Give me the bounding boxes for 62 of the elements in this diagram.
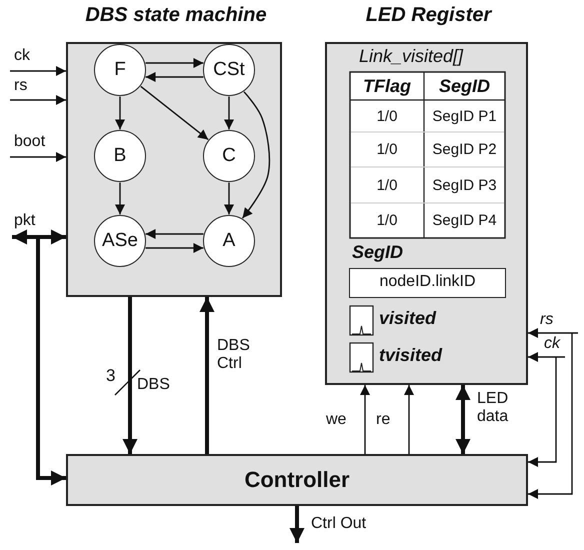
arrow <box>115 182 125 214</box>
arrow <box>290 506 304 543</box>
arrow <box>200 297 214 454</box>
edge-label: boot <box>14 133 46 152</box>
edge-label: Ctrl Out <box>311 515 366 534</box>
table-cell-text: 1/0 <box>376 211 398 231</box>
arrow <box>36 237 66 486</box>
arrow <box>12 230 66 244</box>
arrow <box>146 58 204 68</box>
table-cell-text: 1/0 <box>376 106 398 126</box>
arrow <box>10 152 66 162</box>
edge-label: we <box>326 411 346 430</box>
arrow <box>224 182 234 214</box>
arrow <box>122 297 138 454</box>
edge-label: LED data <box>477 390 510 427</box>
arrow <box>528 357 557 467</box>
arrow <box>224 96 234 130</box>
column-header: TFlag <box>362 74 412 98</box>
arrow <box>528 352 565 362</box>
column-header: SegID <box>438 74 491 98</box>
state-circle: CSt <box>203 44 255 96</box>
arrow <box>242 91 270 219</box>
arrow <box>10 95 66 105</box>
bus-width-label: 3 <box>106 366 116 386</box>
edge-label: DBS <box>137 376 170 394</box>
panel-title: LED Register <box>364 4 494 27</box>
state-circle: A <box>203 215 255 267</box>
arrow <box>115 96 125 130</box>
state-circle: F <box>94 44 146 96</box>
edge-label: ck <box>544 335 560 354</box>
arrow <box>146 243 204 253</box>
table-cell-text: SegID P4 <box>431 211 498 231</box>
state-circle: C <box>203 130 255 182</box>
arrow <box>146 72 204 82</box>
arrow <box>528 328 578 338</box>
panel-title: DBS state machine <box>84 4 268 27</box>
field-heading: SegID <box>352 242 404 263</box>
signal-label: visited <box>379 308 436 329</box>
arrow <box>140 86 209 140</box>
arrow <box>360 385 370 454</box>
table-cell-text: SegID P2 <box>431 140 498 160</box>
table-cell-text: 1/0 <box>376 140 398 160</box>
edge-label: rs <box>14 77 28 96</box>
edge-label: DBS Ctrl <box>217 337 251 374</box>
field-value: nodeID.linkID <box>378 273 477 291</box>
table-title: Link_visited[] <box>359 46 464 67</box>
state-circle: ASe <box>94 215 146 267</box>
arrow <box>456 385 470 454</box>
arrow <box>404 385 414 454</box>
arrow <box>146 229 204 239</box>
table-cell-text: SegID P3 <box>431 176 498 196</box>
table-cell-text: 1/0 <box>376 176 398 196</box>
arrow <box>10 66 66 76</box>
table-cell-text: SegID P1 <box>431 106 498 126</box>
edge-label: pkt <box>14 212 36 230</box>
edge-label: ck <box>14 47 30 66</box>
controller-bar: Controller <box>66 454 528 506</box>
edge-label: rs <box>540 311 554 330</box>
arrow <box>528 333 573 499</box>
edge-label: re <box>376 411 390 430</box>
signal-label: tvisited <box>379 345 442 366</box>
state-circle: B <box>94 130 146 182</box>
